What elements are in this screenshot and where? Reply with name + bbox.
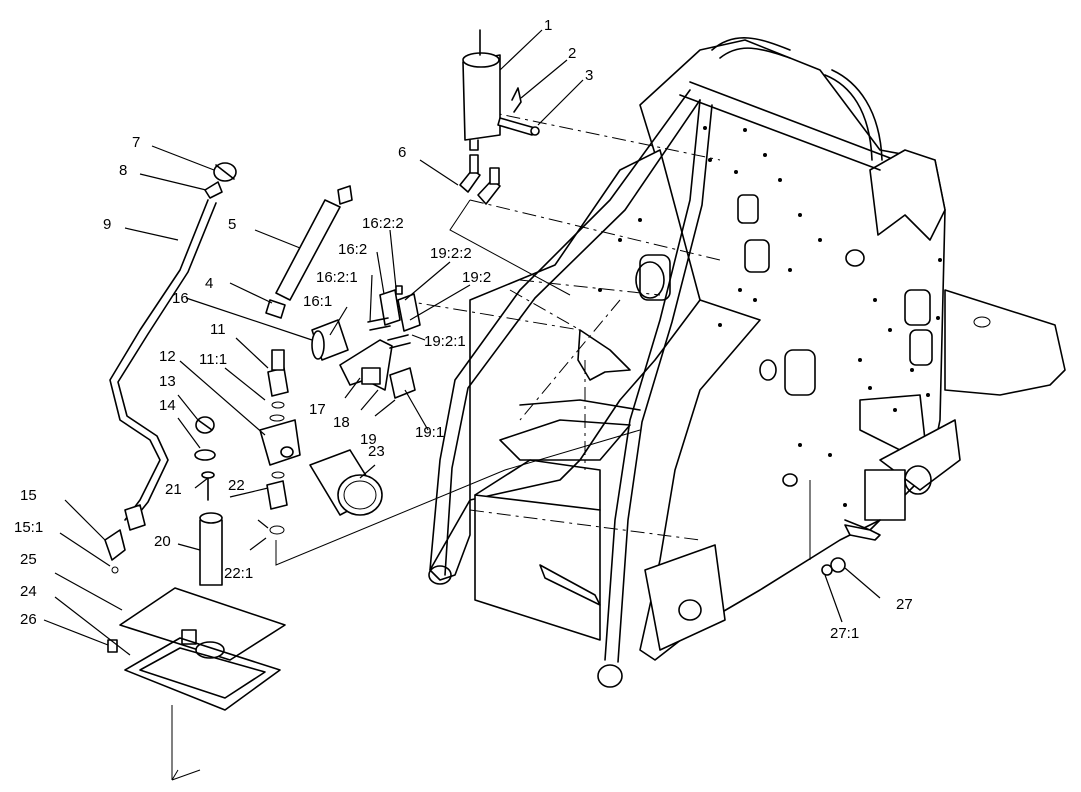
part-24-gasket	[124, 637, 281, 781]
callout-1: 1	[544, 17, 552, 34]
part-8-elbow	[204, 181, 223, 199]
callout-25: 25	[20, 551, 37, 568]
callout-16-2-1: 16:2:1	[316, 269, 358, 286]
callout-3: 3	[585, 67, 593, 84]
callout-19-1: 19:1	[415, 424, 444, 441]
callout-26: 26	[20, 611, 37, 628]
callout-5: 5	[228, 216, 236, 233]
callout-15: 15	[20, 487, 37, 504]
part-9-hose	[109, 199, 217, 523]
part-1-sleeve	[462, 29, 501, 151]
callout-4: 4	[205, 275, 213, 292]
part-25-cover-plate	[119, 587, 286, 661]
callout-11: 11	[210, 321, 226, 338]
callout-19-2-1: 19:2:1	[424, 333, 466, 350]
callout-12: 12	[159, 348, 176, 365]
callout-8: 8	[119, 162, 127, 179]
part-3-pin	[497, 117, 540, 136]
part-19-fitting	[387, 293, 421, 399]
callout-16: 16	[172, 290, 189, 307]
callout-22-1: 22:1	[224, 565, 253, 582]
part-15-elbow	[104, 504, 146, 574]
callout-16-2-2: 16:2:2	[362, 215, 404, 232]
callout-19-2-2: 19:2:2	[430, 245, 472, 262]
callout-19-2: 19:2	[462, 269, 491, 286]
part-6-fittings	[449, 154, 571, 296]
callout-20: 20	[154, 533, 171, 550]
part-16-coupler	[311, 319, 349, 361]
part-20-standpipe	[199, 512, 223, 586]
part-13-cap	[195, 416, 215, 434]
part-27-plug	[809, 480, 846, 576]
callout-11-1: 11:1	[199, 351, 227, 368]
part-2-clip	[511, 87, 522, 113]
part-11-fitting	[267, 349, 289, 409]
part-21-screen	[201, 471, 215, 501]
callout-21: 21	[165, 481, 182, 498]
callout-24: 24	[20, 583, 37, 600]
callout-6: 6	[398, 144, 406, 161]
callout-14: 14	[159, 397, 176, 414]
part-16-2-fitting	[367, 285, 403, 331]
part-4-fitting	[265, 299, 286, 319]
callout-16-1: 16:1	[303, 293, 332, 310]
callout-13: 13	[159, 373, 176, 390]
callout-19: 19	[360, 431, 377, 448]
part-22-fitting	[266, 429, 641, 566]
part-14-oring	[194, 449, 216, 461]
callout-7: 7	[132, 134, 140, 151]
callout-22: 22	[228, 477, 245, 494]
part-12-valve-body	[259, 414, 301, 466]
callout-15-1: 15:1	[14, 519, 43, 536]
part-5-tube	[275, 185, 353, 301]
callout-9: 9	[103, 216, 111, 233]
callout-18: 18	[333, 414, 350, 431]
callout-23: 23	[368, 443, 385, 460]
callout-labels: 1 2 3 4 5 6 7 8 9 11 11:1 12 13 14 15 15…	[14, 17, 913, 642]
part-17-18-manifold	[339, 339, 393, 391]
leader-lines	[43, 29, 881, 656]
main-frame	[399, 37, 1066, 688]
callout-17: 17	[309, 401, 326, 418]
part-23-filter	[309, 449, 383, 516]
part-7-breather-cap	[213, 162, 237, 182]
callout-16-2: 16:2	[338, 241, 367, 258]
callout-27: 27	[896, 596, 913, 613]
frame-holes	[598, 126, 942, 507]
callout-27-1: 27:1	[830, 625, 859, 642]
callout-2: 2	[568, 45, 576, 62]
